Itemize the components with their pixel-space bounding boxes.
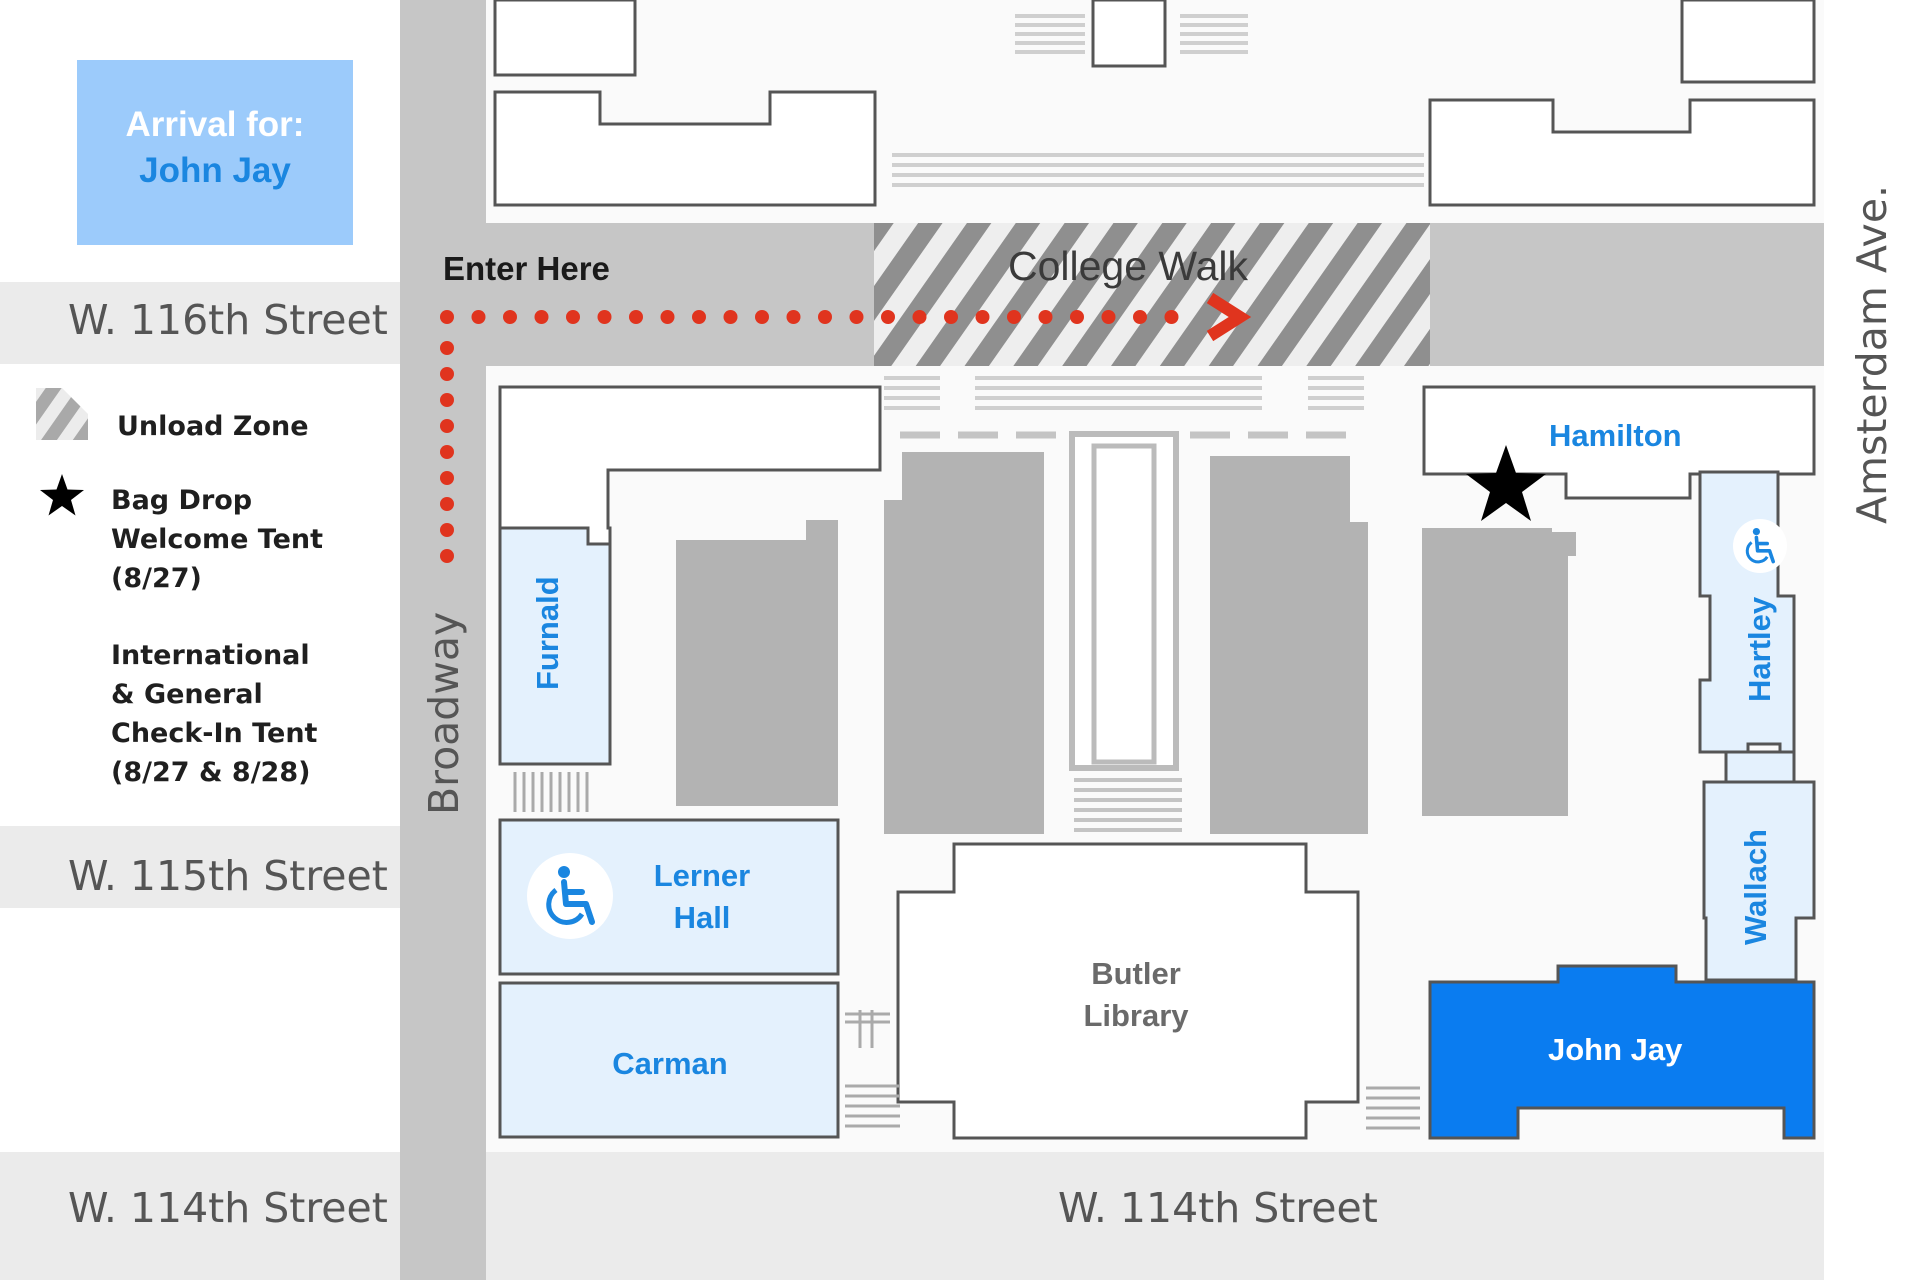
w114-street-label-bottom: W. 114th Street [1058, 1184, 1378, 1232]
carman-label: Carman [612, 1046, 727, 1081]
route-dot [786, 310, 801, 324]
broadway-road [400, 0, 486, 1280]
route-dot [1038, 310, 1053, 324]
route-dot [440, 445, 454, 459]
lerner-hall-building [498, 818, 840, 976]
chevron-right-icon [1206, 292, 1252, 342]
residence-buildings [498, 385, 1816, 1140]
w114-street [0, 1152, 1920, 1280]
furnald-steps [513, 772, 589, 812]
star-icon [40, 474, 84, 516]
w114-street-label-left: W. 114th Street [68, 1184, 388, 1232]
route-dot [975, 310, 990, 324]
wallach-building [1702, 780, 1816, 982]
lerner-label-line2: Hall [674, 900, 731, 935]
route-dot [566, 310, 580, 324]
route-dot [440, 393, 454, 407]
legend-star-line2: Welcome Tent [111, 524, 323, 555]
star-icon [1466, 445, 1546, 521]
low-library-mall [1069, 431, 1182, 832]
route-dot [1070, 310, 1084, 324]
route-dot [471, 310, 486, 324]
legend-checkin-line4: (8/27 & 8/28) [111, 757, 310, 788]
route-dot [440, 341, 454, 355]
north-steps [892, 14, 1424, 187]
butler-library-building [896, 842, 1360, 1140]
butler-label-line1: Butler [1091, 956, 1181, 991]
butler-steps [845, 1010, 1420, 1130]
legend-checkin-line3: Check-In Tent [111, 718, 318, 749]
hartley-label: Hartley [1742, 596, 1777, 702]
wheelchair-icon-hartley [1733, 519, 1787, 573]
w115-street-strip [0, 826, 400, 908]
legend-unload-zone: Unload Zone [117, 411, 309, 442]
arrival-label: Arrival for: [125, 105, 305, 144]
route-dot [440, 523, 454, 537]
w116-street-label: W. 116th Street [68, 296, 388, 344]
legend-star-line1: Bag Drop [111, 485, 252, 516]
route [440, 292, 1252, 563]
route-dot [440, 419, 454, 433]
route-dot [818, 310, 832, 324]
route-dot [1101, 310, 1116, 324]
unload-zone-swatch [36, 388, 88, 440]
route-dot [660, 310, 675, 324]
route-dot [692, 310, 706, 324]
furnald-residence [498, 526, 612, 766]
route-dot [755, 310, 769, 324]
route-dot [440, 471, 454, 485]
legend: Unload Zone Bag Drop Welcome Tent (8/27)… [36, 388, 323, 788]
wallach-label: Wallach [1738, 829, 1773, 945]
route-dot [849, 310, 864, 324]
broadway-label: Broadway [420, 612, 468, 815]
route-dot [1007, 310, 1021, 324]
w115-street-label: W. 115th Street [68, 852, 388, 900]
route-dot [440, 310, 454, 324]
route-dot [440, 549, 454, 563]
furnald-label: Furnald [530, 576, 565, 690]
gray-buildings [676, 452, 1576, 834]
butler-label-line2: Library [1083, 998, 1189, 1033]
enter-here-label: Enter Here [443, 250, 610, 287]
route-dot [1133, 310, 1147, 324]
legend-checkin-line2: & General [111, 679, 263, 710]
route-dot [440, 497, 454, 511]
north-buildings [493, 0, 1816, 207]
route-dot [503, 310, 517, 324]
route-dot [723, 310, 738, 324]
lerner-label-line1: Lerner [654, 858, 750, 893]
unload-zone [874, 223, 1430, 366]
john-jay-label: John Jay [1548, 1032, 1683, 1067]
college-walk-label: College Walk [1008, 243, 1249, 289]
arrival-residence: John Jay [139, 151, 291, 190]
route-dot [881, 310, 895, 324]
legend-checkin-line1: International [111, 640, 310, 671]
route-dot [629, 310, 643, 324]
route-dot [912, 310, 927, 324]
route-dot [440, 367, 454, 381]
amsterdam-strip [1824, 0, 1920, 1280]
legend-star-line3: (8/27) [111, 563, 202, 594]
campus-steps [884, 376, 1364, 410]
hamilton-label: Hamilton [1549, 418, 1682, 453]
route-dot [1164, 310, 1179, 324]
hartley-wallach-link [1724, 750, 1796, 784]
carman-building [498, 981, 840, 1139]
john-jay-building [1428, 964, 1816, 1140]
arrival-card: Arrival for: John Jay [77, 60, 353, 245]
wheelchair-icon [527, 853, 613, 939]
amsterdam-label: Amsterdam Ave. [1848, 185, 1896, 524]
route-dot [534, 310, 549, 324]
route-dot [944, 310, 958, 324]
route-dot [597, 310, 612, 324]
